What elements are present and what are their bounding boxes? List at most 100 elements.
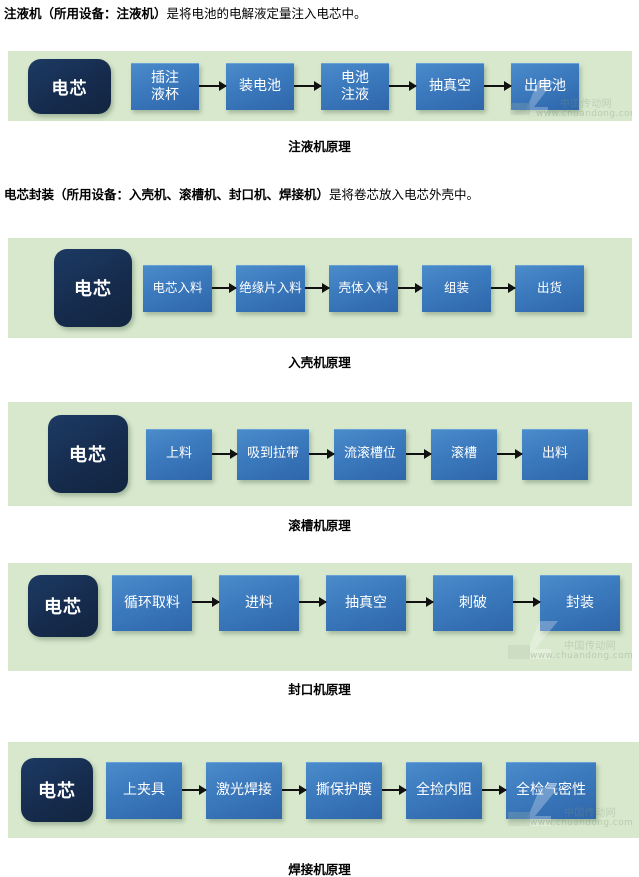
step-box-injection-3: 电池 注液 (321, 62, 389, 110)
step-box-sealing-1: 循环取料 (112, 575, 192, 631)
arrow-sealing-2 (299, 597, 327, 607)
step-label-sealing-4: 刺破 (459, 595, 487, 612)
arrow-sealing-3 (406, 597, 434, 607)
diagram-welding-machine: 电芯 上夹具 激光焊接 撕保护膜 全捡内阻 全检气密性 (8, 742, 639, 838)
diagram-casing-machine: 电芯 电芯入料 绝缘片入料 壳体入料 组装 出货 (8, 238, 632, 338)
step-label-welding-5: 全检气密性 (516, 782, 586, 799)
step-label-casing-1: 电芯入料 (152, 280, 203, 296)
arrow-casing-1 (212, 283, 237, 293)
step-box-sealing-3: 抽真空 (326, 575, 406, 631)
caption-sealing-machine: 封口机原理 (288, 682, 351, 697)
step-label-casing-2: 绝缘片入料 (239, 280, 302, 296)
step-label-grooving-1: 上料 (165, 446, 192, 462)
step-box-welding-1: 上夹具 (106, 761, 182, 819)
arrow-grooving-4 (497, 449, 523, 459)
step-box-welding-4: 全捡内阻 (406, 761, 482, 819)
step-label-injection-5: 出电池 (524, 78, 566, 95)
source-box-injection: 电芯 (28, 58, 111, 114)
source-box-grooving-label: 电芯 (69, 445, 107, 466)
step-box-welding-5: 全检气密性 (506, 761, 596, 819)
diagram-injection-machine: 电芯 插注 液杯 装电池 电池 注液 抽真空 出电池 (8, 51, 632, 121)
source-box-casing-label: 电芯 (74, 279, 112, 300)
step-label-sealing-5: 封装 (566, 595, 594, 612)
step-label-injection-4: 抽真空 (429, 78, 471, 95)
paragraph-injection-rest: 是将电池的电解液定量注入电芯中。 (166, 6, 367, 21)
step-box-casing-3: 壳体入料 (329, 264, 398, 312)
step-box-injection-4: 抽真空 (416, 62, 484, 110)
step-label-injection-2: 装电池 (239, 78, 281, 95)
arrow-welding-4 (482, 785, 507, 795)
step-label-grooving-5: 出料 (541, 446, 568, 462)
step-box-grooving-2: 吸到拉带 (237, 428, 309, 480)
step-box-injection-2: 装电池 (226, 62, 294, 110)
step-box-sealing-5: 封装 (540, 575, 620, 631)
diagram-sealing-machine: 电芯 循环取料 进料 抽真空 刺破 封装 (8, 563, 632, 671)
step-label-casing-4: 组装 (443, 280, 469, 296)
flow-row-grooving: 电芯 上料 吸到拉带 流滚槽位 滚槽 出料 (8, 402, 632, 506)
step-label-grooving-3: 流滚槽位 (343, 446, 396, 462)
arrow-injection-2 (294, 81, 322, 91)
step-label-welding-2: 激光焊接 (216, 782, 272, 799)
arrow-casing-3 (398, 283, 423, 293)
step-box-injection-1: 插注 液杯 (131, 62, 199, 110)
source-box-injection-label: 电芯 (51, 78, 88, 99)
step-label-sealing-3: 抽真空 (345, 595, 387, 612)
step-box-welding-3: 撕保护膜 (306, 761, 382, 819)
source-box-sealing-label: 电芯 (44, 597, 82, 618)
source-box-welding-label: 电芯 (38, 781, 76, 802)
arrow-casing-4 (491, 283, 516, 293)
step-label-welding-3: 撕保护膜 (316, 782, 372, 799)
step-label-welding-4: 全捡内阻 (416, 782, 472, 799)
step-box-sealing-2: 进料 (219, 575, 299, 631)
paragraph-packaging-rest: 是将卷芯放入电芯外壳中。 (329, 187, 480, 202)
step-label-sealing-2: 进料 (245, 595, 273, 612)
step-label-grooving-4: 滚槽 (450, 446, 477, 462)
step-box-injection-5: 出电池 (511, 62, 579, 110)
step-label-injection-1: 插注 液杯 (151, 70, 179, 103)
arrow-injection-1 (199, 81, 227, 91)
step-box-welding-2: 激光焊接 (206, 761, 282, 819)
flow-row-sealing: 电芯 循环取料 进料 抽真空 刺破 封装 (8, 563, 632, 671)
arrow-grooving-2 (309, 449, 335, 459)
arrow-welding-2 (282, 785, 307, 795)
step-label-welding-1: 上夹具 (123, 782, 165, 799)
paragraph-packaging-bold: 电芯封装（所用设备：入壳机、滚槽机、封口机、焊接机） (4, 187, 330, 202)
step-box-casing-2: 绝缘片入料 (236, 264, 305, 312)
step-box-grooving-5: 出料 (522, 428, 588, 480)
step-box-casing-4: 组装 (422, 264, 491, 312)
flow-row-welding: 电芯 上夹具 激光焊接 撕保护膜 全捡内阻 全检气密性 (8, 742, 639, 838)
step-label-injection-3: 电池 注液 (341, 70, 369, 103)
arrow-casing-2 (305, 283, 330, 293)
step-label-sealing-1: 循环取料 (124, 595, 180, 612)
paragraph-injection: 注液机（所用设备：注液机）是将电池的电解液定量注入电芯中。 (4, 6, 367, 22)
flow-row-injection: 电芯 插注 液杯 装电池 电池 注液 抽真空 出电池 (8, 51, 632, 121)
step-label-casing-3: 壳体入料 (338, 280, 389, 296)
arrow-grooving-1 (212, 449, 238, 459)
caption-welding-machine: 焊接机原理 (288, 862, 351, 877)
step-box-grooving-3: 流滚槽位 (334, 428, 406, 480)
step-label-casing-5: 出货 (536, 280, 562, 296)
arrow-sealing-4 (513, 597, 541, 607)
caption-injection-machine: 注液机原理 (288, 139, 351, 154)
arrow-sealing-1 (192, 597, 220, 607)
paragraph-injection-bold: 注液机（所用设备：注液机） (4, 6, 167, 21)
arrow-injection-4 (484, 81, 512, 91)
source-box-casing: 电芯 (54, 249, 132, 327)
caption-casing-machine: 入壳机原理 (288, 355, 351, 370)
step-box-grooving-4: 滚槽 (431, 428, 497, 480)
diagram-grooving-machine: 电芯 上料 吸到拉带 流滚槽位 滚槽 出料 (8, 402, 632, 506)
source-box-grooving: 电芯 (48, 415, 128, 493)
step-box-casing-1: 电芯入料 (143, 264, 212, 312)
source-box-sealing: 电芯 (28, 575, 98, 637)
caption-grooving-machine: 滚槽机原理 (288, 518, 351, 533)
source-box-welding: 电芯 (21, 758, 93, 822)
paragraph-packaging: 电芯封装（所用设备：入壳机、滚槽机、封口机、焊接机）是将卷芯放入电芯外壳中。 (4, 187, 479, 203)
step-label-grooving-2: 吸到拉带 (246, 446, 299, 462)
step-box-casing-5: 出货 (515, 264, 584, 312)
step-box-sealing-4: 刺破 (433, 575, 513, 631)
arrow-welding-1 (182, 785, 207, 795)
arrow-welding-3 (382, 785, 407, 795)
arrow-grooving-3 (406, 449, 432, 459)
arrow-injection-3 (389, 81, 417, 91)
